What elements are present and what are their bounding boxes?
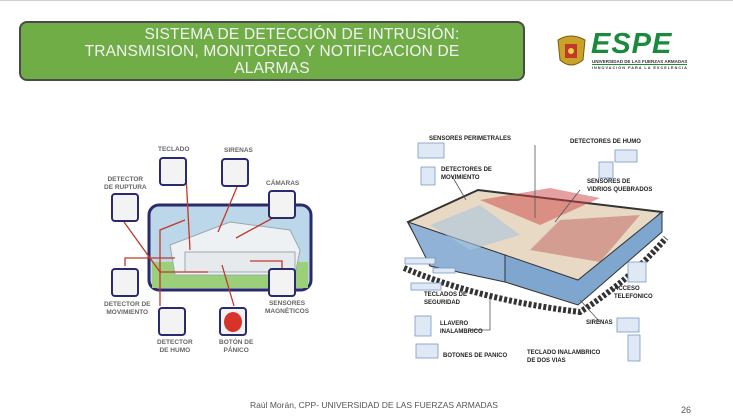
label-movimiento-2: MOVIMIENTO [106, 309, 149, 316]
label-vidrios-1: SENSORES DE [587, 179, 631, 185]
label-panico-1: BOTÓN DE [219, 339, 254, 346]
label-movimiento-1: DETECTOR DE [104, 301, 151, 308]
title-line-3: ALARMAS [234, 60, 310, 77]
logo-wordmark: ESPE [591, 28, 673, 60]
label-magneticos-2: MAGNÉTICOS [265, 308, 310, 315]
label-teclado: TECLADO [158, 146, 190, 153]
label-vidrios-2: VIDRIOS QUEBRADOS [587, 187, 653, 193]
label-botones-panico: BOTONES DE PANICO [443, 353, 508, 359]
label-telefono-1: ACCESO [614, 286, 640, 292]
smoke-detector-icon [158, 307, 186, 336]
label-detectores-mov-1: DETECTORES DE [441, 167, 492, 173]
label-humo-1: DETECTOR [157, 339, 193, 346]
label-sirenas-right: SIRENAS [586, 320, 613, 326]
label-panico-2: PÁNICO [223, 347, 249, 354]
top-divider [0, 0, 733, 1]
keypad-icon [159, 157, 187, 186]
slide-footer: Raúl Morán, CPP- UNIVERSIDAD DE LAS FUER… [250, 400, 498, 410]
label-teclado-inal-2: DE DOS VIAS [527, 358, 566, 364]
label-teclados-2: SEGURIDAD [424, 300, 461, 306]
logo-tagline: INNOVACIÓN PARA LA EXCELENCIA [592, 66, 688, 70]
panic-button-icon [219, 307, 247, 336]
glass-break-detector-icon [111, 193, 139, 222]
slide-title: SISTEMA DE DETECCIÓN DE INTRUSIÓN: TRANS… [19, 21, 525, 81]
siren-icon [221, 158, 249, 187]
title-line-2: TRANSMISION, MONITOREO Y NOTIFICACION DE [84, 43, 460, 60]
label-ruptura-1: DETECTOR [107, 176, 144, 183]
crest-icon [557, 35, 586, 66]
logo-subtitle: UNIVERSIDAD DE LAS FUERZAS ARMADAS [592, 59, 688, 65]
label-sensores-perimetrales: SENSORES PERIMETRALES [429, 136, 512, 142]
label-llavero-2: INALAMBRICO [440, 329, 483, 335]
espe-logo: ESPE UNIVERSIDAD DE LAS FUERZAS ARMADAS … [555, 28, 700, 72]
label-detectores-mov-2: MOVIMIENTO [441, 175, 480, 181]
label-llavero-1: LLAVERO [440, 321, 469, 327]
label-teclado-inal-1: TECLADO INALAMBRICO [527, 350, 601, 356]
label-detectores-humo: DETECTORES DE HUMO [570, 139, 641, 145]
label-camaras: CÁMARAS [266, 180, 300, 187]
label-ruptura-2: DE RUPTURA [104, 184, 147, 191]
motion-detector-icon [111, 268, 139, 297]
label-humo-2: DE HUMO [159, 347, 191, 354]
label-telefono-2: TELEFONICO [614, 294, 653, 300]
page-number: 26 [681, 405, 692, 415]
title-line-1: SISTEMA DE DETECCIÓN DE INTRUSIÓN: [144, 26, 460, 43]
camera-icon [268, 190, 296, 219]
magnetic-sensor-icon [268, 268, 296, 297]
label-magneticos-1: SENSORES [268, 300, 306, 307]
label-teclados-1: TECLADOS DE [424, 292, 468, 298]
label-sirenas: SIRENAS [224, 147, 253, 154]
